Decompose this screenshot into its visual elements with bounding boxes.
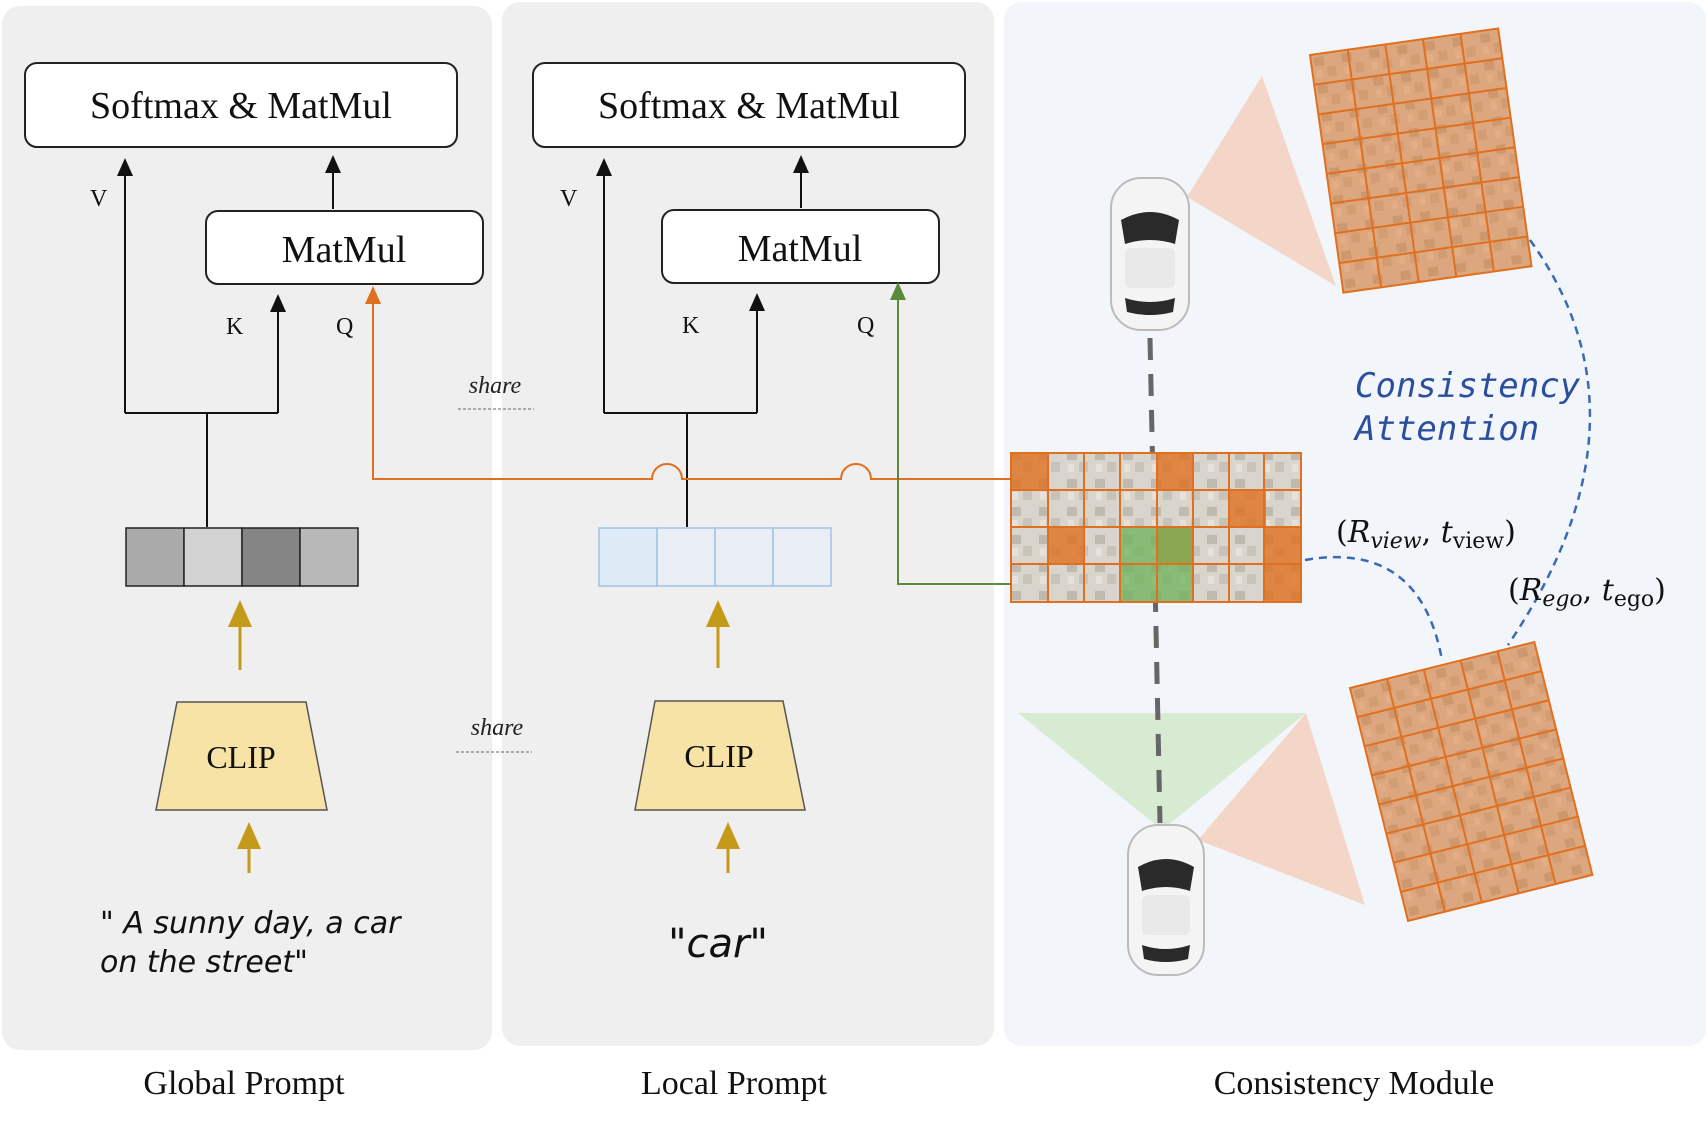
global-k-label: K — [226, 314, 244, 340]
local-softmax-label: Softmax & MatMul — [598, 85, 900, 127]
ego-R-sub: ego — [1542, 587, 1582, 612]
consistency-attention-line1: Consistency — [1355, 366, 1581, 406]
local-k-label: K — [682, 313, 700, 339]
global-embed-cell — [241, 527, 301, 587]
global-softmax-label: Softmax & MatMul — [90, 85, 392, 127]
global-prompt-line1: " A sunny day, a car — [100, 906, 402, 941]
ego-relation-arc — [1506, 239, 1592, 646]
bottom-orange-frustum — [1198, 713, 1365, 905]
local-clip-encoder — [634, 700, 806, 811]
local-matmul-box — [661, 209, 940, 284]
consistency-panel-caption: Consistency Module — [1214, 1065, 1494, 1102]
global-panel-caption: Global Prompt — [143, 1065, 345, 1102]
view-R: R — [1347, 515, 1371, 550]
local-v-label: V — [560, 186, 578, 212]
bottom-car-icon — [1127, 824, 1205, 976]
local-matmul-label: MatMul — [738, 228, 863, 270]
global-embed-cell — [299, 527, 359, 587]
orange-q-connection — [365, 286, 1010, 480]
local-prompt-text: "car" — [668, 921, 768, 967]
share-label-top: share — [469, 373, 522, 399]
global-q-label: Q — [336, 314, 353, 340]
local-panel-caption: Local Prompt — [641, 1065, 828, 1102]
global-embed-cell — [125, 527, 185, 587]
ego-t-sub: ego — [1614, 587, 1654, 612]
consistency-attention-line2: Attention — [1353, 409, 1539, 449]
global-clip-label: CLIP — [206, 739, 275, 775]
ego-R: R — [1519, 573, 1543, 608]
local-panel — [502, 2, 994, 1046]
view-t: t — [1441, 515, 1454, 550]
ego-path-dash — [1147, 337, 1163, 824]
global-v-label: V — [90, 186, 108, 212]
bottom-rotated-map — [1348, 640, 1594, 923]
global-matmul-box — [205, 210, 484, 285]
top-camera-frustum — [1187, 76, 1336, 286]
bottom-green-frustum — [1018, 713, 1306, 830]
top-rotated-map — [1308, 27, 1533, 294]
local-embed-cell — [772, 527, 832, 587]
local-embed-cell — [598, 527, 658, 587]
local-softmax-box — [532, 62, 966, 148]
local-embed-cell — [656, 527, 716, 587]
top-car-icon — [1110, 177, 1190, 331]
view-t-sub: view — [1452, 529, 1504, 554]
center-feature-grid — [1010, 452, 1302, 603]
ego-t: t — [1602, 573, 1615, 608]
global-clip-encoder — [155, 701, 328, 811]
local-clip-label: CLIP — [684, 738, 753, 774]
local-q-label: Q — [857, 313, 874, 339]
view-R-sub: view — [1370, 529, 1421, 554]
share-label-bottom: share — [471, 715, 524, 741]
global-matmul-label: MatMul — [282, 229, 407, 271]
local-embed-cell — [714, 527, 774, 587]
global-prompt-line2: on the street" — [100, 945, 308, 980]
global-embed-cell — [183, 527, 243, 587]
global-softmax-box — [24, 62, 458, 148]
